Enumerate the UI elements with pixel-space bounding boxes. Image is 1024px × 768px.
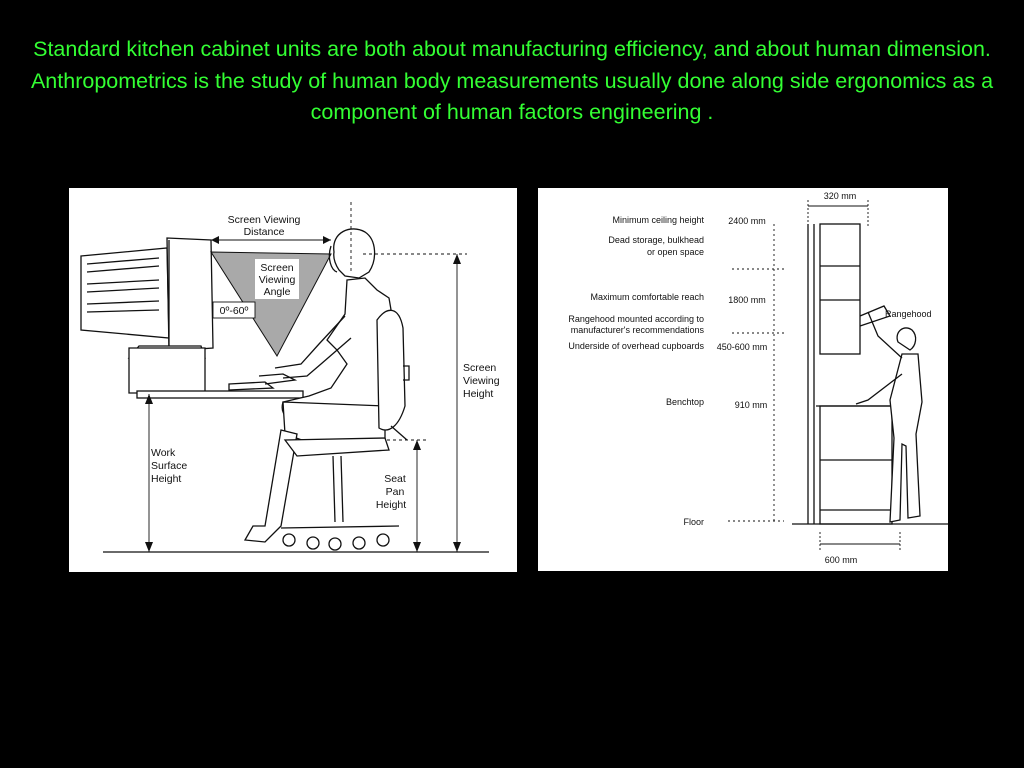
label-seat-pan-height-3: Height <box>376 499 406 511</box>
office-chair-illustration <box>280 309 410 551</box>
ergonomics-diagram: Screen Viewing Distance Screen Viewing A… <box>69 188 517 572</box>
label-screen-viewing-height-2: Viewing <box>463 375 500 387</box>
dim-reach: 1800 mm <box>728 295 766 305</box>
ergonomics-drawing: Screen Viewing Distance Screen Viewing A… <box>80 202 500 553</box>
label-work-surface-height-2: Surface <box>151 460 187 472</box>
label-screen-viewing-distance-2: Distance <box>244 226 285 238</box>
label-max-reach: Maximum comfortable reach <box>590 292 704 302</box>
label-screen-viewing-angle-2: Viewing <box>259 274 296 286</box>
label-work-surface-height-3: Height <box>151 473 181 485</box>
label-screen-viewing-angle-1: Screen <box>260 262 293 274</box>
slide-text: Standard kitchen cabinet units are both … <box>20 34 1004 129</box>
label-floor: Floor <box>683 517 704 527</box>
label-seat-pan-height-2: Pan <box>386 486 405 498</box>
monitor-illustration <box>80 237 214 394</box>
label-screen-viewing-angle-3: Angle <box>264 286 291 298</box>
label-dead-storage-1: Dead storage, bulkhead <box>608 235 704 245</box>
kitchen-drawing: Minimum ceiling height Dead storage, bul… <box>568 191 948 565</box>
standing-person-illustration <box>855 311 923 523</box>
level-lines <box>728 200 901 550</box>
dim-bench-depth: 600 mm <box>825 555 858 565</box>
label-screen-viewing-distance-1: Screen Viewing <box>228 214 301 226</box>
dim-overhead-gap: 450-600 mm <box>717 342 768 352</box>
label-screen-viewing-height-1: Screen <box>463 362 496 374</box>
label-seat-pan-height-1: Seat <box>384 473 406 485</box>
label-rangehood-mount-1: Rangehood mounted according to <box>568 314 704 324</box>
label-work-surface-height-1: Work <box>151 447 176 459</box>
cabinet-illustration <box>792 223 948 525</box>
label-rangehood: Rangehood <box>885 309 932 319</box>
slide-line-2: Anthropometrics is the study of human bo… <box>30 68 994 125</box>
label-dead-storage-2: or open space <box>647 247 704 257</box>
kitchen-dimensions-diagram: Minimum ceiling height Dead storage, bul… <box>538 188 948 571</box>
label-underside: Underside of overhead cupboards <box>568 341 704 351</box>
label-screen-viewing-height-3: Height <box>463 388 493 400</box>
slide-line-1: Standard kitchen cabinet units are both … <box>33 37 991 61</box>
seated-person-illustration <box>243 228 394 543</box>
dimension-lines <box>145 202 467 552</box>
label-angle-value: 0º-60º <box>220 305 249 317</box>
dim-ceiling: 2400 mm <box>728 216 766 226</box>
label-min-ceiling: Minimum ceiling height <box>612 215 704 225</box>
dim-bench: 910 mm <box>735 400 768 410</box>
dim-cupboard-depth: 320 mm <box>824 191 857 201</box>
label-rangehood-mount-2: manufacturer's recommendations <box>571 325 705 335</box>
label-benchtop: Benchtop <box>666 397 704 407</box>
